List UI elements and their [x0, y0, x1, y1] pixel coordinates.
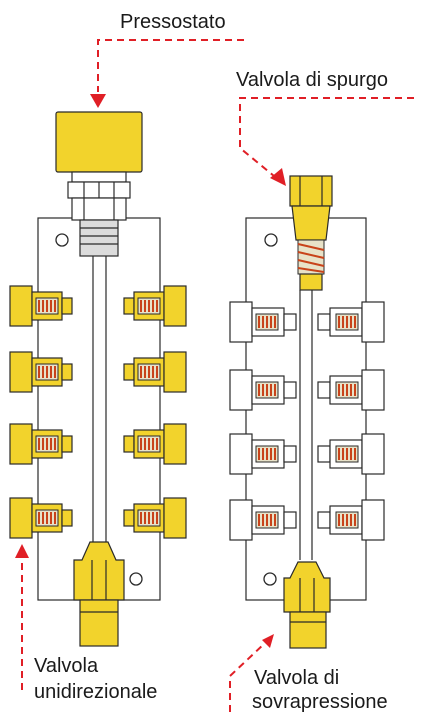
mounting-hole	[264, 233, 278, 247]
valvola-sovrapressione-label-line2: sovrapressione	[252, 691, 388, 713]
overpressure-valve-left-column	[229, 301, 297, 541]
white-valve	[229, 499, 297, 541]
check-valve	[123, 351, 187, 393]
left-manifold-plate	[37, 217, 161, 601]
mounting-hole	[55, 233, 69, 247]
white-valve	[317, 369, 385, 411]
check-valve	[123, 285, 187, 327]
check-valve	[9, 351, 73, 393]
white-valve	[317, 499, 385, 541]
label-valvola-unidirezionale: Valvola unidirezionale	[15, 544, 157, 703]
white-valve	[317, 301, 385, 343]
arrowhead	[262, 634, 274, 648]
left-manifold	[9, 111, 187, 647]
pressure-switch	[55, 111, 143, 257]
white-valve	[229, 433, 297, 475]
check-valve-left-column	[9, 285, 73, 539]
check-valve-right-column	[123, 285, 187, 539]
label-valvola-sovrapressione: Valvola di sovrapressione	[229, 634, 388, 713]
label-valvola-spurgo: Valvola di spurgo	[236, 69, 414, 186]
white-valve	[317, 433, 385, 475]
valvola-spurgo-label: Valvola di spurgo	[236, 69, 388, 91]
arrowhead	[90, 94, 106, 108]
bottom-fitting-left	[73, 541, 125, 647]
check-valve	[123, 497, 187, 539]
check-valve	[9, 423, 73, 465]
white-valve	[229, 301, 297, 343]
valvola-unidirezionale-label-line1: Valvola	[34, 655, 99, 677]
pressostato-label: Pressostato	[120, 11, 226, 33]
purge-valve	[289, 175, 333, 291]
label-pressostato: Pressostato	[90, 11, 244, 108]
mounting-hole	[129, 572, 143, 586]
overpressure-valve-right-column	[317, 301, 385, 541]
check-valve	[9, 497, 73, 539]
overpressure-valve-bottom	[283, 561, 331, 649]
arrowhead	[15, 544, 29, 558]
right-manifold	[229, 175, 385, 649]
check-valve	[123, 423, 187, 465]
valvola-unidirezionale-label-line2: unidirezionale	[34, 681, 157, 703]
check-valve	[9, 285, 73, 327]
valvola-sovrapressione-label-line1: Valvola di	[254, 667, 339, 689]
mounting-hole	[263, 572, 277, 586]
arrowhead	[270, 168, 286, 186]
white-valve	[229, 369, 297, 411]
